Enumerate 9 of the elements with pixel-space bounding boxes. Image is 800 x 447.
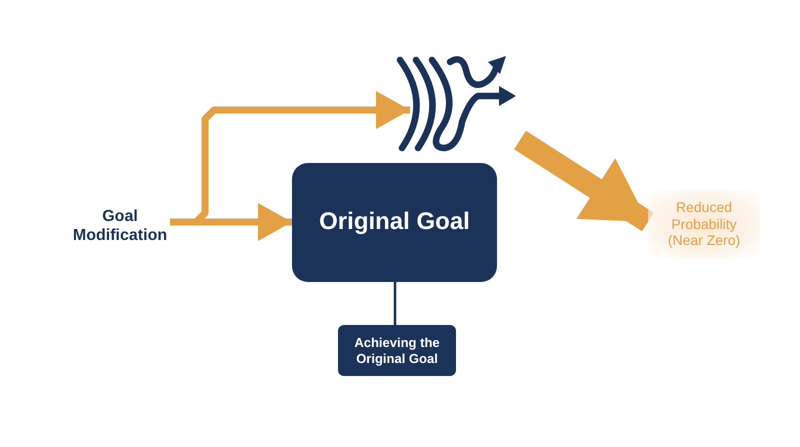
goal-label: Goal Modification: [72, 206, 168, 246]
label-glow-background: [648, 190, 760, 258]
connector-line: [394, 282, 396, 325]
arrow: [514, 130, 654, 232]
goal-box: [292, 163, 497, 282]
probability-label: Reduced Probability (Near Zero): [666, 198, 742, 250]
outcome-box: [338, 325, 456, 376]
box-title: Achieving the Original Goal: [353, 334, 441, 366]
box-title: Original Goal: [319, 208, 470, 237]
